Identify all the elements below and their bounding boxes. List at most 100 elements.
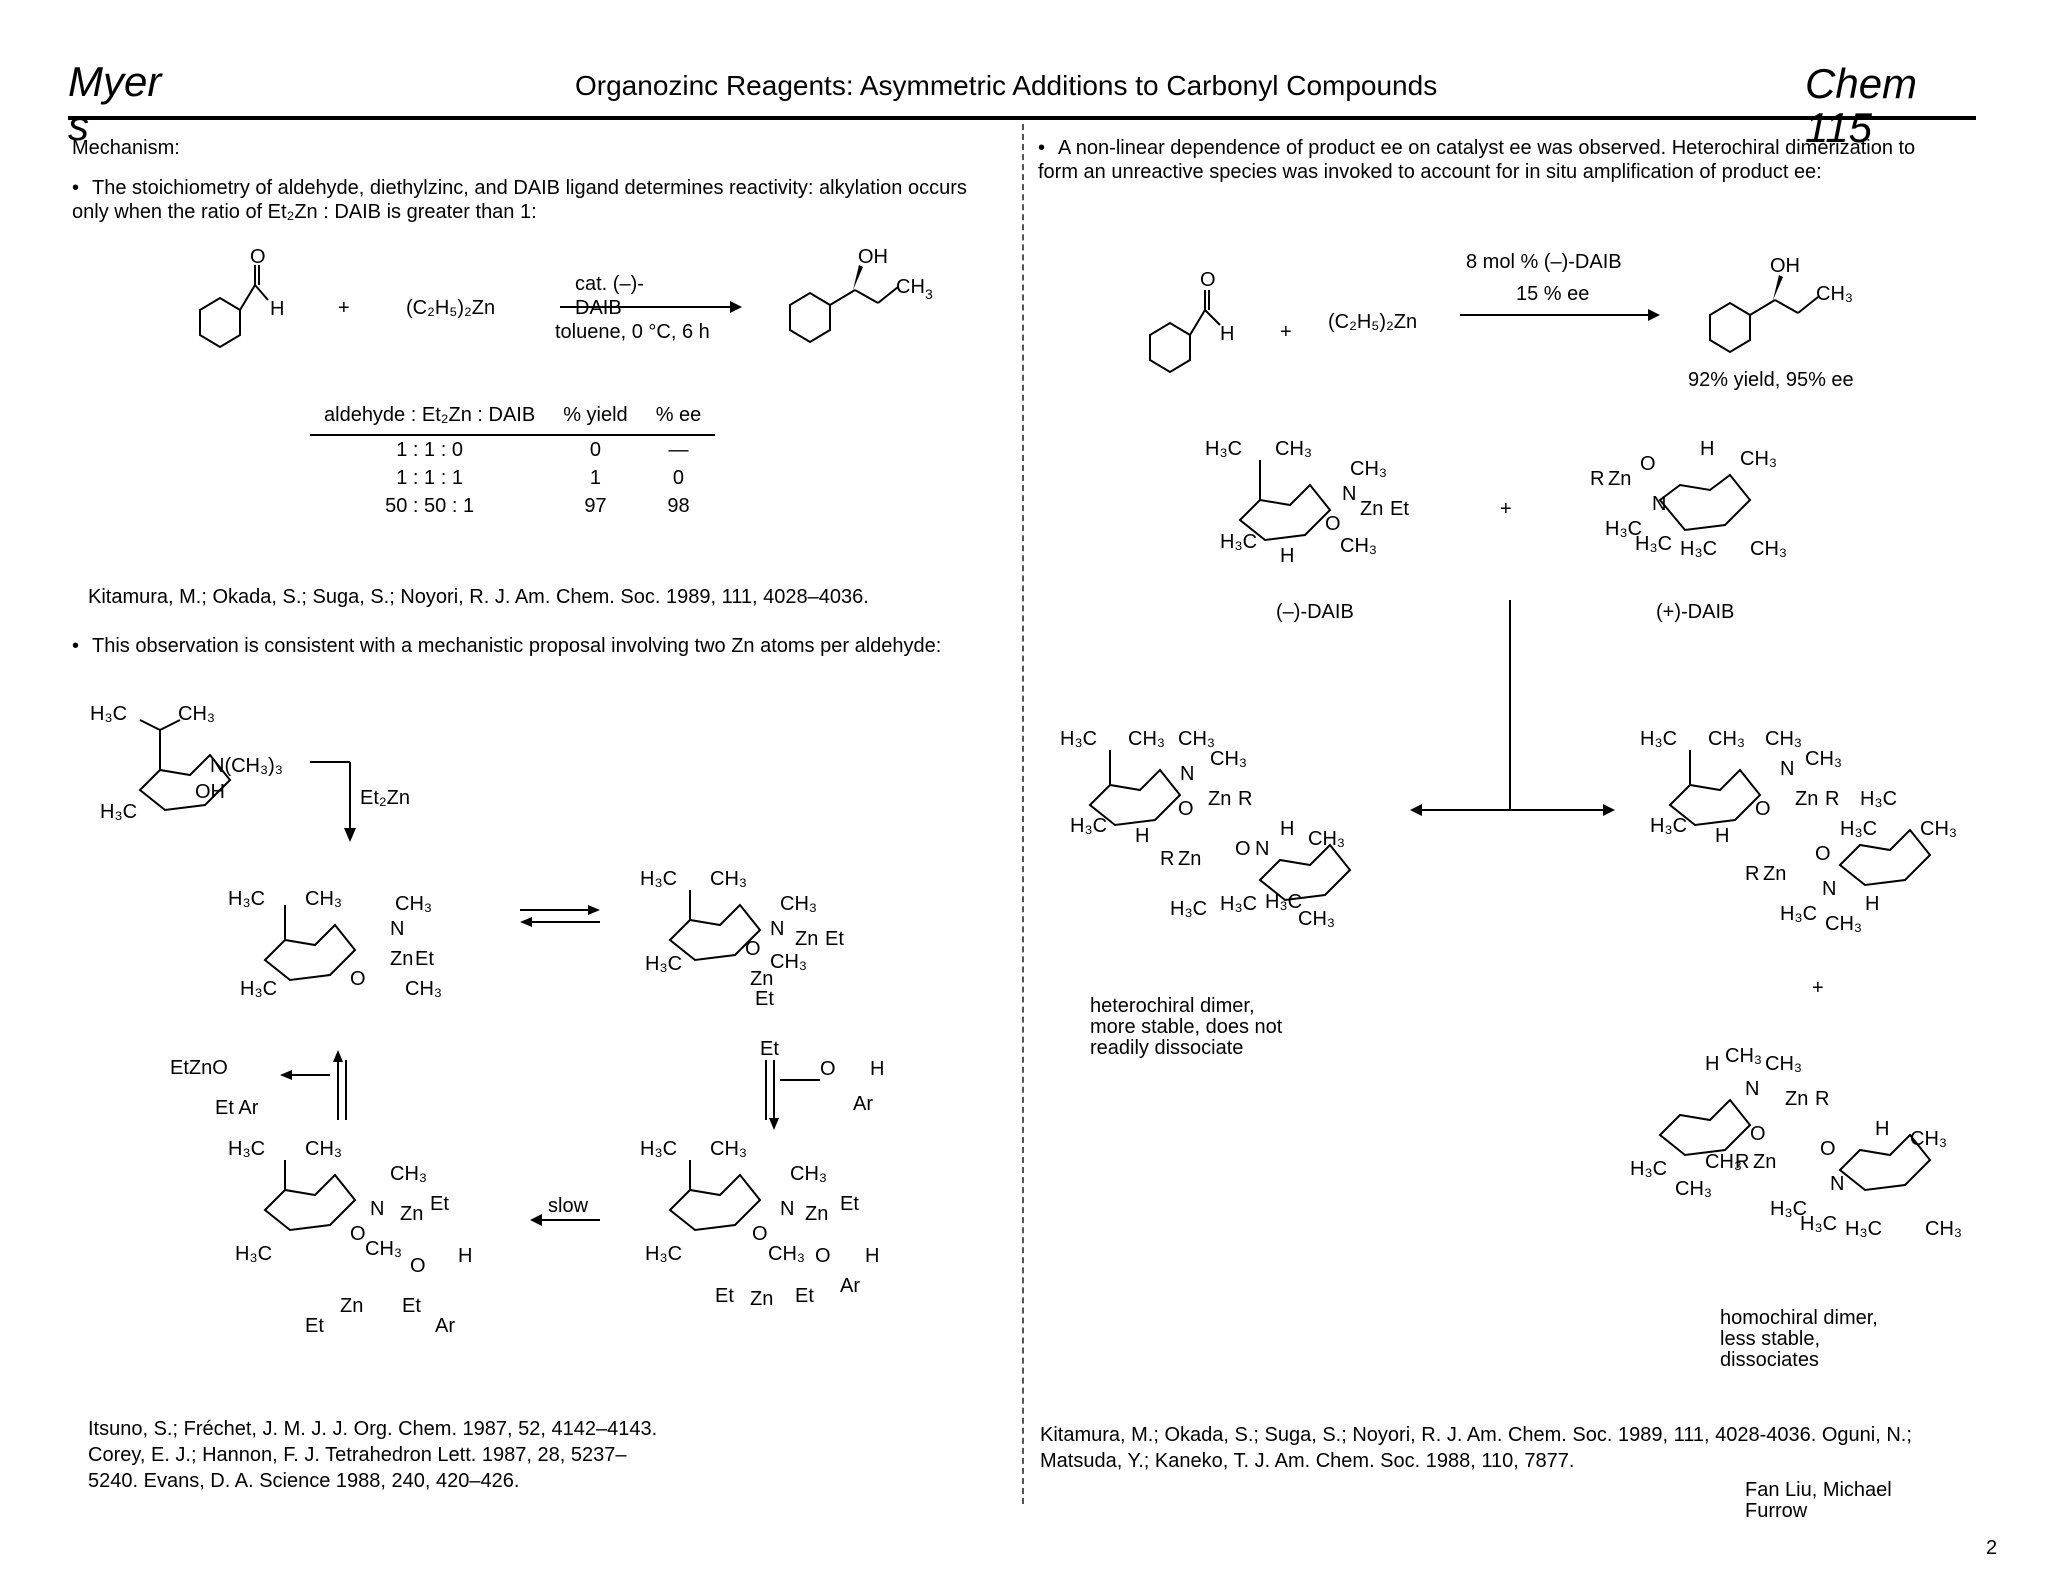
svg-text:H: H (1700, 438, 1714, 460)
cell-yield: 97 (584, 495, 607, 517)
svg-text:CH₃: CH₃ (1725, 1045, 1762, 1067)
bullet-mechanistic-proposal-text: This observation is consistent with a me… (92, 635, 942, 657)
svg-text:O: O (350, 1223, 366, 1245)
svg-text:H₃C: H₃C (1680, 538, 1717, 560)
svg-text:O: O (1178, 798, 1194, 820)
svg-text:H₃C: H₃C (1630, 1158, 1667, 1180)
svg-text:R: R (1825, 788, 1839, 810)
svg-text:H₃C: H₃C (1265, 891, 1302, 913)
svg-text:O: O (752, 1223, 768, 1245)
reference-kitamura-left: Kitamura, M.; Okada, S.; Suga, S.; Noyor… (88, 586, 869, 608)
svg-text:H: H (870, 1058, 884, 1080)
svg-text:O: O (1750, 1123, 1766, 1145)
cell-ratio: 50 : 50 : 1 (385, 495, 475, 517)
header-right-course: Chem 115 (1805, 60, 1918, 151)
svg-text:R: R (1735, 1151, 1749, 1173)
rxn2-yield: 92% yield, 95% ee (1688, 369, 1854, 391)
svg-text:H₃C: H₃C (640, 868, 677, 890)
svg-text:CH: CH (896, 276, 925, 298)
bullet-stoichiometry-text: The stoichiometry of aldehyde, diethylzi… (72, 177, 967, 223)
reference-kitamura-right: Kitamura, M.; Okada, S.; Suga, S.; Noyor… (1040, 1422, 1912, 1474)
svg-text:H: H (1220, 323, 1234, 345)
svg-text:+: + (1500, 498, 1512, 520)
bullet-dot: • (1038, 137, 1046, 159)
svg-text:CH₃: CH₃ (710, 1138, 747, 1160)
homochiral-caption: homochiral dimer, less stable, dissociat… (1720, 1307, 1878, 1371)
rxn1-condition-bottom: toluene, 0 °C, 6 h (555, 321, 710, 343)
svg-text:O: O (1235, 838, 1251, 860)
svg-text:R: R (1815, 1088, 1829, 1110)
svg-text:H₃C: H₃C (1640, 728, 1677, 750)
svg-text:N: N (1652, 493, 1666, 515)
svg-text:Zn: Zn (795, 928, 818, 950)
svg-text:H₃C: H₃C (640, 1138, 677, 1160)
svg-text:N: N (390, 918, 404, 940)
bullet-nonlinear-text: A non-linear dependence of product ee on… (1038, 137, 1916, 183)
svg-text:O: O (1325, 513, 1341, 535)
bullet-dot: • (72, 177, 80, 199)
rxn2-product: OH CH₃ (1709, 255, 1853, 354)
svg-text:H₃C: H₃C (1770, 1198, 1807, 1220)
svg-text:Zn: Zn (340, 1295, 363, 1317)
label-plus-daib: (+)-DAIB (1656, 601, 1735, 623)
table-row: 1 : 1 : 0 0 — (310, 435, 715, 464)
cell-yield: 1 (589, 467, 601, 489)
svg-text:N: N (1822, 878, 1836, 900)
svg-text:Et: Et (795, 1285, 814, 1307)
bullet-nonlinear: •A non-linear dependence of product ee o… (1038, 136, 1958, 184)
svg-text:N: N (770, 918, 784, 940)
svg-text:N: N (1780, 758, 1794, 780)
header-rule (68, 116, 1976, 120)
mechanism-product: EtZnO (170, 1057, 228, 1079)
svg-text:H: H (1705, 1053, 1719, 1075)
svg-text:R: R (1160, 848, 1174, 870)
table-row: 50 : 50 : 1 97 98 (310, 492, 715, 520)
reaction1-scheme: O H (199, 246, 742, 349)
reference-kitamura-right-line1: Kitamura, M.; Okada, S.; Suga, S.; Noyor… (1040, 1424, 1912, 1446)
svg-text:H: H (1865, 893, 1879, 915)
svg-text:O: O (250, 246, 266, 268)
svg-text:O: O (1815, 843, 1831, 865)
svg-text:CH₃: CH₃ (1340, 535, 1377, 557)
svg-text:H₃C: H₃C (100, 801, 137, 823)
svg-text:O: O (745, 938, 761, 960)
rxn1-condition-top: cat. (–)-DAIB (575, 273, 644, 319)
svg-text:CH₃: CH₃ (1816, 283, 1853, 305)
svg-text:H₃C: H₃C (1800, 1213, 1837, 1235)
heterochiral-caption: heterochiral dimer, more stable, does no… (1090, 995, 1283, 1059)
svg-text:H₃C: H₃C (228, 888, 265, 910)
authors: Fan Liu, Michael Furrow (1745, 1479, 1892, 1522)
svg-text:H₃C: H₃C (1070, 815, 1107, 837)
page-number: 2 (1986, 1537, 1998, 1559)
column-divider (1022, 124, 1024, 1504)
reference-evans-line3: 5240. Evans, D. A. Science 1988, 240, 42… (88, 1470, 520, 1492)
svg-text:N: N (1255, 838, 1269, 860)
svg-text:H: H (1280, 545, 1294, 567)
svg-text:H₃C: H₃C (90, 703, 127, 725)
svg-text:CH₃: CH₃ (780, 893, 817, 915)
svg-text:H₃C: H₃C (1220, 893, 1257, 915)
svg-text:Et: Et (715, 1285, 734, 1307)
bullet-dot: • (72, 635, 80, 657)
svg-text:Et: Et (415, 948, 434, 970)
svg-text:N: N (780, 1198, 794, 1220)
stoichiometry-table: aldehyde : Et₂Zn : DAIB % yield % ee 1 :… (310, 400, 716, 520)
svg-text:N: N (1745, 1078, 1759, 1100)
svg-text:Et: Et (305, 1315, 324, 1337)
mechanism-slow-label: slow (548, 1195, 589, 1217)
svg-text:3: 3 (925, 286, 933, 302)
rxn2-reagent: (C₂H₅)₂Zn (1328, 311, 1418, 333)
svg-text:H: H (865, 1245, 879, 1267)
svg-text:H: H (458, 1245, 472, 1267)
svg-text:CH₃: CH₃ (1708, 728, 1745, 750)
svg-text:O: O (1755, 798, 1771, 820)
svg-text:CH₃: CH₃ (1825, 913, 1862, 935)
svg-text:Zn: Zn (1360, 498, 1383, 520)
svg-text:Zn: Zn (1753, 1151, 1776, 1173)
